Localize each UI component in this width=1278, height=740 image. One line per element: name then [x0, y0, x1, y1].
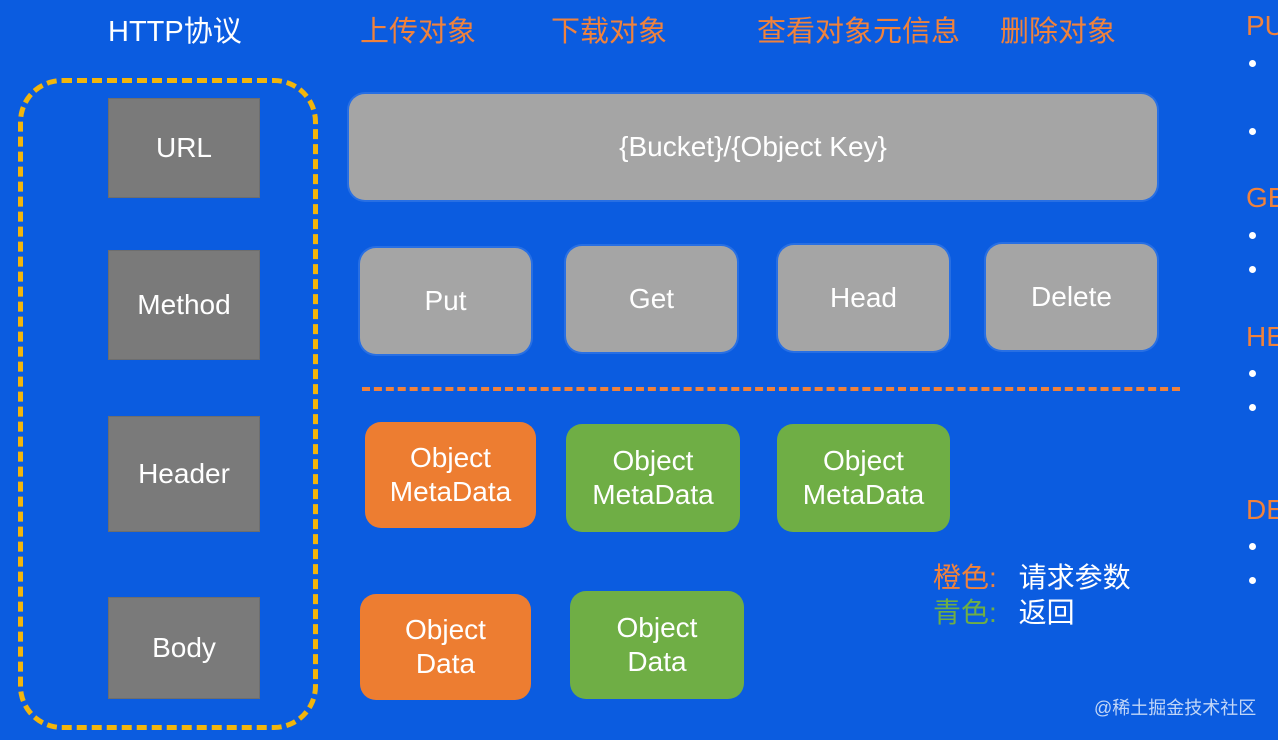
- put-data-box: Object Data: [360, 594, 531, 700]
- legend-green-value: 返回: [1018, 597, 1075, 628]
- method-get: Get: [566, 246, 737, 352]
- metadata-line1: Object: [410, 442, 491, 473]
- legend-orange-value: 请求参数: [1018, 562, 1131, 593]
- bullet-icon: [1249, 128, 1256, 135]
- method-box: Method: [108, 250, 260, 360]
- bullet-icon: [1249, 577, 1256, 584]
- right-heading-put: PU: [1246, 10, 1278, 41]
- metadata-line2: MetaData: [389, 476, 512, 507]
- right-heading-get: GE: [1246, 182, 1278, 213]
- bullet-icon: [1249, 404, 1256, 411]
- bullet-icon: [1249, 370, 1256, 377]
- method-head: Head: [778, 245, 949, 351]
- bullet-icon: [1249, 232, 1256, 239]
- bullet-icon: [1249, 60, 1256, 67]
- legend-orange-key: 橙色:: [933, 562, 997, 593]
- view-object-meta-header: 查看对象元信息: [757, 16, 961, 48]
- data-line1: Object: [405, 614, 486, 645]
- bullet-icon: [1249, 266, 1256, 273]
- url-box: URL: [108, 98, 260, 198]
- metadata-line1: Object: [823, 445, 904, 476]
- http-protocol-title: HTTP协议: [108, 16, 242, 48]
- legend-green-key: 青色:: [933, 597, 997, 628]
- data-line2: Data: [415, 648, 476, 679]
- section-divider: [362, 387, 1180, 391]
- body-box: Body: [108, 597, 260, 699]
- http-parts-group: [18, 78, 318, 730]
- bullet-icon: [1249, 543, 1256, 550]
- put-metadata-box: Object MetaData: [365, 422, 536, 528]
- data-line1: Object: [616, 612, 698, 643]
- delete-object-header: 删除对象: [1000, 16, 1117, 48]
- download-object-header: 下载对象: [551, 16, 668, 48]
- watermark: @稀土掘金技术社区: [1094, 698, 1257, 718]
- legend-request: 橙色: 请求参数: [933, 561, 1131, 595]
- metadata-line1: Object: [612, 445, 694, 476]
- get-metadata-box: Object MetaData: [566, 424, 740, 532]
- upload-object-header: 上传对象: [360, 16, 477, 48]
- right-heading-head: HE: [1246, 321, 1278, 352]
- method-delete: Delete: [986, 244, 1157, 350]
- legend-response: 青色: 返回: [933, 596, 1075, 630]
- metadata-line2: MetaData: [592, 479, 714, 510]
- get-data-box: Object Data: [570, 591, 744, 699]
- metadata-line2: MetaData: [802, 479, 925, 510]
- method-put: Put: [360, 248, 531, 354]
- url-template-box: {Bucket}/{Object Key}: [349, 94, 1157, 200]
- header-box: Header: [108, 416, 260, 532]
- right-heading-delete: DE: [1246, 494, 1278, 525]
- head-metadata-box: Object MetaData: [777, 424, 950, 532]
- data-line2: Data: [627, 646, 687, 677]
